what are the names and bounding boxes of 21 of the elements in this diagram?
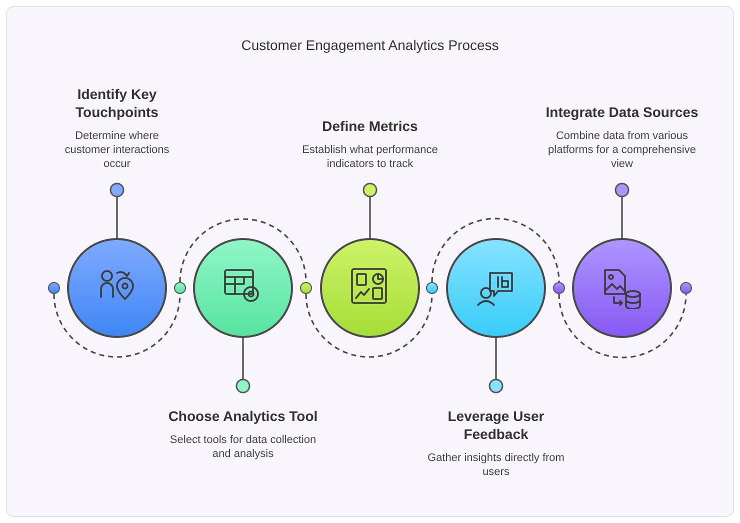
connector-arc [53, 294, 181, 358]
leader-line [236, 338, 250, 394]
connector-arc [305, 294, 433, 358]
diagram-title: Customer Engagement Analytics Process [240, 37, 500, 53]
step-heading: Integrate Data Sources [546, 103, 698, 121]
connector-arc [431, 218, 560, 282]
step-heading: Identify Key Touchpoints [74, 85, 160, 121]
step-description: Select tools for data collection and analysis [168, 433, 318, 461]
connector-arc [179, 218, 307, 282]
step-heading: Choose Analytics Tool [168, 407, 318, 425]
step-heading: Leverage User Feedback [446, 407, 546, 443]
connector-arc [558, 294, 687, 358]
leader-line [488, 338, 504, 394]
step-description: Combine data from various platforms for a comprehensive view [547, 129, 697, 171]
step-description: Establish what performance indicators to track [301, 143, 439, 171]
step-description: Determine where customer interactions occur [64, 129, 170, 171]
leader-line [362, 182, 378, 238]
step-heading: Define Metrics [322, 117, 418, 135]
leader-line [614, 182, 630, 238]
step-description: Gather insights directly from users [426, 451, 566, 479]
leader-line [110, 182, 124, 238]
